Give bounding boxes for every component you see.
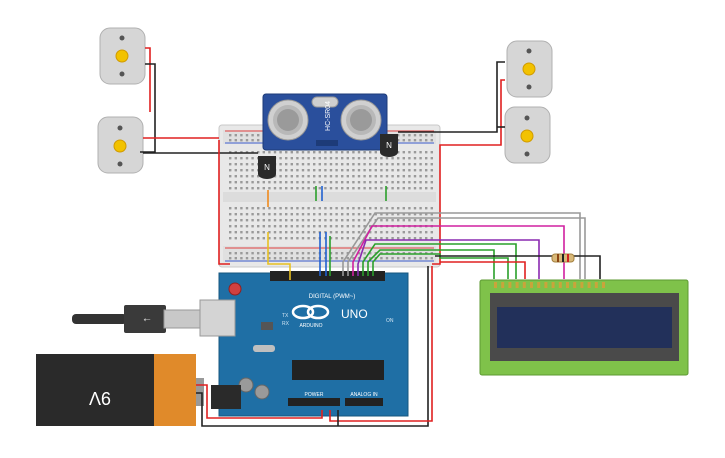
wire-red-motor-left-1 xyxy=(145,47,151,112)
arduino-brand-label: ARDUINO xyxy=(299,323,322,329)
transistor-left: N xyxy=(258,156,276,179)
wire-black-lcd-gnd xyxy=(435,255,601,279)
arduino-model-label: UNO xyxy=(341,307,368,321)
wire-pink xyxy=(352,225,565,279)
usb-cable: ⭠ xyxy=(72,299,236,337)
wire-gray-2 xyxy=(347,217,586,279)
battery-9v: 9V xyxy=(36,354,204,426)
analog-in-label: ANALOG IN xyxy=(350,392,378,398)
wire-black-motor-right-1 xyxy=(398,61,505,133)
wire-red-motor-right-1 xyxy=(432,79,505,265)
arduino-uno: DIGITAL (PWM~) ARDUINO UNO TX RX ON POWE… xyxy=(211,271,409,417)
rx-label: RX xyxy=(282,321,290,327)
wire-red-lcd-vcc xyxy=(440,261,526,279)
wire-black-motor-left-1 xyxy=(140,63,156,153)
wire-red-5v xyxy=(329,266,433,422)
wire-green-lcd-2 xyxy=(367,249,495,279)
sensor-model-label: HC-SR04 xyxy=(325,101,332,131)
wire-green-lcd-3 xyxy=(372,253,509,279)
lcd-pin-header xyxy=(494,282,605,288)
lcd-display xyxy=(479,279,689,376)
wire-red-battery xyxy=(196,384,323,419)
transistor-right: N xyxy=(380,134,398,157)
usb-icon: ⭠ xyxy=(143,314,150,324)
arduino-logo-icon xyxy=(291,304,330,320)
motor-top-left xyxy=(99,27,146,85)
wire-purple xyxy=(357,239,540,279)
resistor xyxy=(551,253,575,263)
transistor-right-label: N xyxy=(386,141,392,150)
wire-yellow xyxy=(267,232,291,280)
wire-gray-1 xyxy=(342,212,581,279)
wire-red-rail-left xyxy=(218,140,230,265)
transistor-left-label: N xyxy=(264,163,270,172)
on-label: ON xyxy=(386,318,394,324)
power-label: POWER xyxy=(305,392,324,398)
wires xyxy=(140,47,601,427)
breadboard-holes xyxy=(229,134,433,260)
digital-pwm-label: DIGITAL (PWM~) xyxy=(309,294,356,300)
ultrasonic-sensor: HC-SR04 xyxy=(262,93,388,151)
tx-label: TX xyxy=(282,313,289,319)
motor-bottom-right xyxy=(504,106,551,164)
wire-black-battery xyxy=(196,266,429,427)
motor-top-right xyxy=(506,40,553,98)
battery-label: 9V xyxy=(89,388,111,408)
motor-bottom-left xyxy=(97,116,144,174)
